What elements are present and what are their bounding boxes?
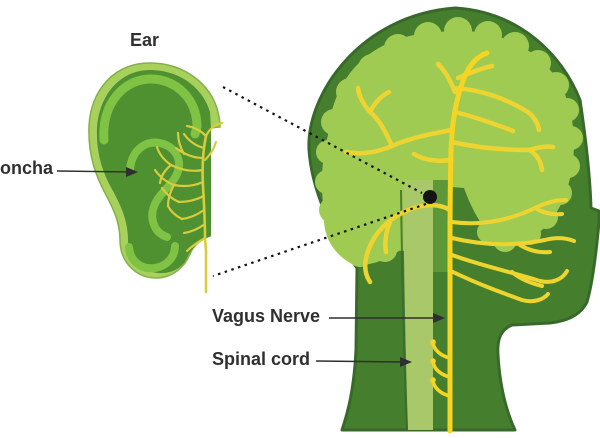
label-arrows [56,167,445,367]
ear-illustration [88,62,224,294]
ear-nerve-branches [153,121,224,294]
dotted-connectors [212,86,427,278]
brainstem-column [433,180,450,272]
ear-label: Ear [130,30,160,50]
brain-shape [315,17,583,267]
dotted-connector-lower [212,202,427,278]
spinal-cord-arrow [315,357,412,367]
neck-fold-line [400,189,408,431]
vagus-nerve-label: Vagus Nerve [212,306,321,326]
vagus-nerve-rootlets [430,339,452,398]
spinal-cord-label: Spinal cord [212,349,311,369]
concha-arrow [56,167,138,177]
vagus-nerve-face-branches [450,198,576,304]
spinal-cord-band [403,180,433,430]
concha-label: oncha [0,158,54,178]
ear-inner-shape [96,70,211,274]
dotted-connector-upper [222,86,423,194]
vagus-nerve-trunk [447,50,490,434]
vagus-nerve-arrow [329,313,445,323]
junction-dot [423,190,437,204]
